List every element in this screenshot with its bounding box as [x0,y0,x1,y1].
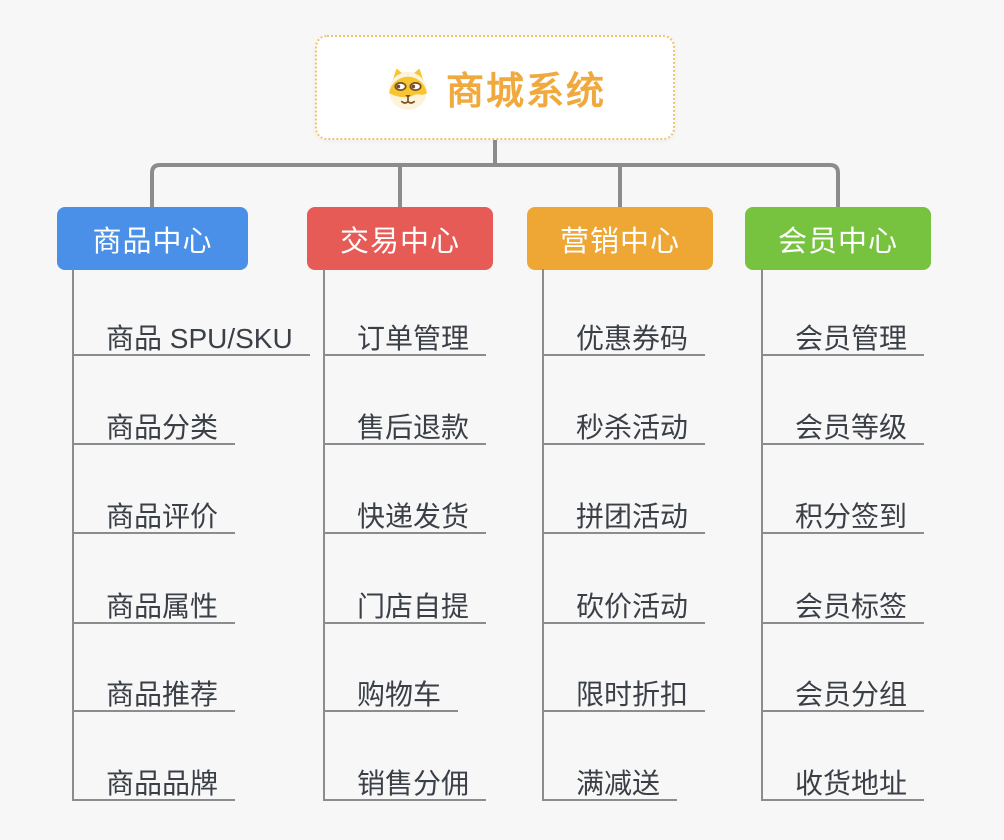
subtopic-shipping-address[interactable]: 收货地址 [761,755,925,801]
subtopic-bargain-activity[interactable]: 砍价活动 [542,578,706,624]
root-topic[interactable]: 商城系统 [315,35,675,140]
subtopic-member-management[interactable]: 会员管理 [761,310,925,356]
subtopic-points-checkin[interactable]: 积分签到 [761,488,925,534]
subtopic-flash-sale[interactable]: 秒杀活动 [542,399,706,445]
subtopic-product-review[interactable]: 商品评价 [72,488,236,534]
subtopic-product-recommend[interactable]: 商品推荐 [72,666,236,712]
dog-face-icon [388,68,427,110]
subtopic-shopping-cart[interactable]: 购物车 [323,666,459,712]
subtopic-limited-time-discount[interactable]: 限时折扣 [542,666,706,712]
subtopic-coupon-code[interactable]: 优惠券码 [542,310,706,356]
subtopic-member-level[interactable]: 会员等级 [761,399,925,445]
subtopic-after-sale-refund[interactable]: 售后退款 [323,399,487,445]
subtopic-express-shipping[interactable]: 快递发货 [323,488,487,534]
subtopic-sales-commission[interactable]: 销售分佣 [323,755,487,801]
subtopic-order-management[interactable]: 订单管理 [323,310,487,356]
branch-topic-member-center[interactable]: 会员中心 [745,207,931,270]
subtopic-member-tag[interactable]: 会员标签 [761,578,925,624]
branch-topic-trade-center[interactable]: 交易中心 [307,207,493,270]
branch-topic-marketing-center[interactable]: 营销中心 [527,207,713,270]
subtopic-store-pickup[interactable]: 门店自提 [323,578,487,624]
branch-connector-line [761,269,763,801]
branch-bus-line [150,163,840,207]
subtopic-member-group[interactable]: 会员分组 [761,666,925,712]
root-topic-title: 商城系统 [445,71,606,113]
subtopic-product-spu-sku[interactable]: 商品 SPU/SKU [72,310,310,356]
subtopic-product-attribute[interactable]: 商品属性 [72,578,236,624]
subtopic-product-category[interactable]: 商品分类 [72,399,236,445]
branch-connector-line [542,269,544,801]
branch-connector-line [323,269,325,801]
subtopic-full-reduction[interactable]: 满减送 [542,755,678,801]
subtopic-product-brand[interactable]: 商品品牌 [72,755,236,801]
subtopic-group-buy[interactable]: 拼团活动 [542,488,706,534]
branch-topic-product-center[interactable]: 商品中心 [57,207,248,270]
branch-connector-line [72,269,74,801]
